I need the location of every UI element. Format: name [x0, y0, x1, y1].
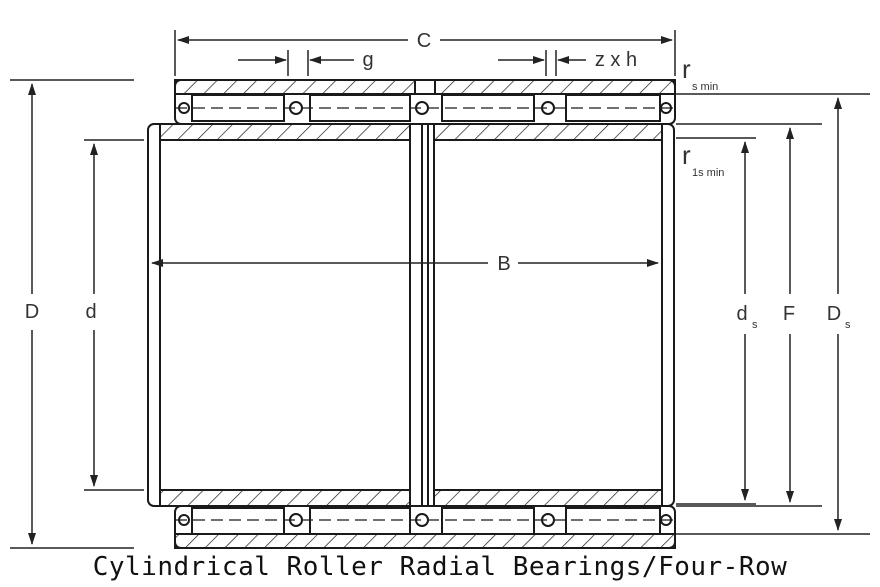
- inner-ring: [147, 123, 675, 507]
- label-Ds-sub: s: [845, 319, 851, 331]
- label-D: D: [25, 301, 39, 323]
- dimension-D: [10, 79, 134, 549]
- label-Ds: D: [827, 303, 841, 325]
- label-B: B: [497, 253, 510, 275]
- right-extension-lines: [676, 93, 870, 535]
- outer-ring-top: [174, 79, 676, 125]
- outer-ring-bottom: [174, 505, 676, 549]
- label-r-1s: r: [682, 140, 691, 170]
- label-r-1s-sub: 1s min: [692, 167, 724, 179]
- diagram-caption: Cylindrical Roller Radial Bearings/Four-…: [92, 552, 788, 582]
- dimension-zxh: [498, 50, 586, 76]
- label-g: g: [362, 49, 373, 71]
- label-zxh: z x h: [595, 49, 637, 71]
- label-F: F: [783, 303, 795, 325]
- dimension-g: [238, 50, 354, 76]
- label-ds-sub: s: [752, 319, 758, 331]
- label-r-s-sub: s min: [692, 81, 718, 93]
- label-r-s: r: [682, 54, 691, 84]
- dimension-C: [174, 30, 676, 76]
- dimension-d: [84, 139, 144, 491]
- label-C: C: [417, 30, 431, 52]
- label-d: d: [85, 301, 96, 323]
- label-ds: d: [736, 303, 747, 325]
